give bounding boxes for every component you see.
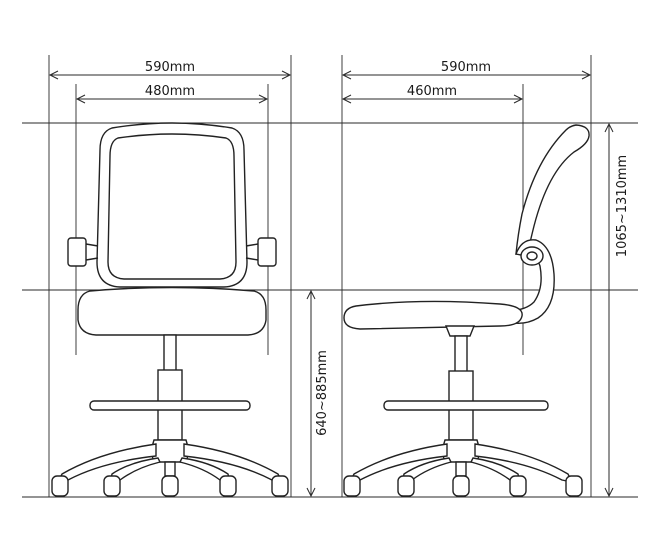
side-base-leg-center [455, 461, 467, 477]
front-seat-arrowheads [75, 94, 269, 104]
front-backrest-mesh [107, 133, 237, 280]
front-seat-cushion [77, 286, 267, 336]
front-caster-4 [219, 475, 237, 497]
side-caster-4 [509, 475, 527, 497]
side-caster-2 [397, 475, 415, 497]
side-caster-3 [452, 475, 470, 497]
front-right-arm-joint [245, 243, 259, 261]
side-seat-cushion [343, 300, 523, 330]
side-seat-arrowheads [341, 94, 524, 104]
side-overall-depth-label: 590mm [441, 60, 491, 75]
side-tilt-knob-inner [526, 251, 538, 261]
front-overall-width-label: 590mm [145, 60, 195, 75]
overall-height-label: 1065~1310mm [615, 155, 630, 257]
side-caster-1 [343, 475, 361, 497]
front-overall-arrowheads [48, 70, 292, 80]
front-caster-2 [103, 475, 121, 497]
front-caster-1 [51, 475, 69, 497]
side-view-chair [343, 124, 590, 497]
side-seat-mechanism [444, 325, 476, 337]
front-backrest-frame [96, 122, 248, 288]
front-base-leg-center [164, 461, 176, 477]
front-seat-width-label: 480mm [145, 84, 195, 99]
dimension-arrows [48, 70, 614, 498]
front-foot-ring [89, 400, 251, 411]
side-seat-depth-label: 460mm [407, 84, 457, 99]
front-view-chair [51, 122, 289, 497]
overall-height-arrowheads [604, 122, 614, 498]
front-left-armrest [67, 237, 87, 267]
side-tilt-knob-outer [520, 246, 544, 266]
side-foot-ring [383, 400, 549, 411]
side-caster-5 [565, 475, 583, 497]
side-backrest-profile [515, 124, 590, 255]
seat-height-arrowheads [306, 289, 316, 498]
side-overall-arrowheads [341, 70, 592, 80]
front-caster-3 [161, 475, 179, 497]
seat-height-label: 640~885mm [315, 350, 330, 436]
dimension-labels: 590mm 480mm 590mm 460mm 1065~1310mm 640~… [145, 60, 630, 436]
front-right-armrest [257, 237, 277, 267]
side-gas-lift-upper [454, 335, 468, 373]
front-left-arm-joint [85, 243, 99, 261]
front-caster-5 [271, 475, 289, 497]
front-gas-lift-upper [163, 334, 177, 372]
